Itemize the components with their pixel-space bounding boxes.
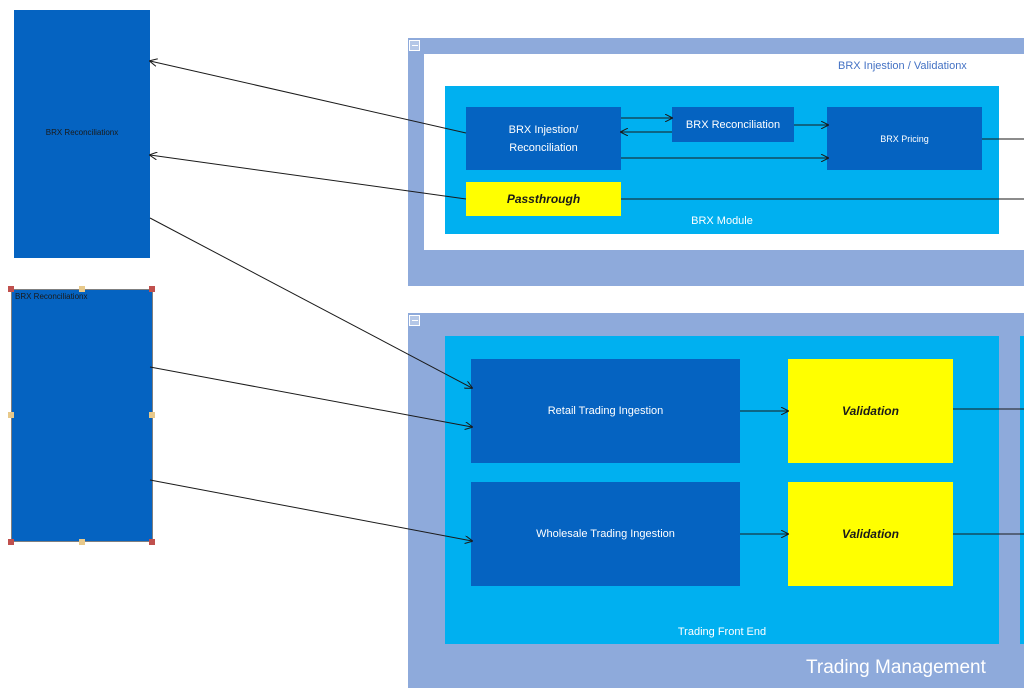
selection-handle-middle-right[interactable]: [149, 412, 155, 418]
selection-handle-bottom-right[interactable]: [149, 539, 155, 545]
brx-reconciliation-top-label: BRX Reconciliationx: [45, 128, 119, 137]
brx-reconciliation-block-selected[interactable]: BRX Reconciliationx: [11, 289, 153, 542]
validation-retail-label: Validation: [842, 404, 899, 418]
brx-pricing-block[interactable]: BRX Pricing: [827, 107, 982, 170]
connector-passthrough-to-left-top[interactable]: [150, 155, 467, 200]
retail-trading-ingestion-block[interactable]: Retail Trading Ingestion: [471, 359, 740, 463]
validation-wholesale-label: Validation: [842, 527, 899, 541]
trading-front-end-label: Trading Front End: [677, 626, 767, 638]
connector-left-selected-to-retail[interactable]: [149, 366, 472, 427]
collapse-trading-container-icon[interactable]: [409, 315, 420, 326]
validation-block-retail[interactable]: Validation: [788, 359, 953, 463]
connector-left-top-to-retail[interactable]: [149, 217, 472, 388]
collapse-brx-container-icon[interactable]: [409, 40, 420, 51]
brx-module-label: BRX Module: [691, 215, 753, 227]
trading-management-title: Trading Management: [806, 657, 986, 678]
retail-trading-ingestion-label: Retail Trading Ingestion: [547, 405, 664, 417]
selection-handle-bottom-middle[interactable]: [79, 539, 85, 545]
connector-left-selected-to-wholesale[interactable]: [149, 479, 472, 541]
adjacent-module-edge: [1020, 336, 1024, 644]
selection-handle-bottom-left[interactable]: [8, 539, 14, 545]
brx-reconciliation-selected-label: BRX Reconciliationx: [15, 292, 88, 301]
selection-handle-middle-left[interactable]: [8, 412, 14, 418]
selection-handle-top-middle[interactable]: [79, 286, 85, 292]
brx-injestion-reconciliation-block[interactable]: BRX Injestion/ Reconciliation: [466, 107, 621, 170]
brx-reconciliation-block-top[interactable]: BRX Reconciliationx: [14, 10, 150, 258]
passthrough-block[interactable]: Passthrough: [466, 182, 621, 216]
selection-handle-top-right[interactable]: [149, 286, 155, 292]
brx-reconciliation-label: BRX Reconciliation: [685, 118, 781, 131]
brx-injestion-reconciliation-label: BRX Injestion/ Reconciliation: [508, 123, 579, 154]
passthrough-label: Passthrough: [506, 192, 581, 206]
wholesale-trading-ingestion-block[interactable]: Wholesale Trading Ingestion: [471, 482, 740, 586]
brx-injestion-title: BRX Injestion / Validationx: [838, 60, 967, 72]
brx-pricing-label: BRX Pricing: [880, 133, 929, 144]
validation-block-wholesale[interactable]: Validation: [788, 482, 953, 586]
brx-reconciliation-block[interactable]: BRX Reconciliation: [672, 107, 794, 142]
selection-handle-top-left[interactable]: [8, 286, 14, 292]
connector-injestion-to-left-top[interactable]: [150, 61, 467, 134]
wholesale-trading-ingestion-label: Wholesale Trading Ingestion: [536, 528, 675, 540]
